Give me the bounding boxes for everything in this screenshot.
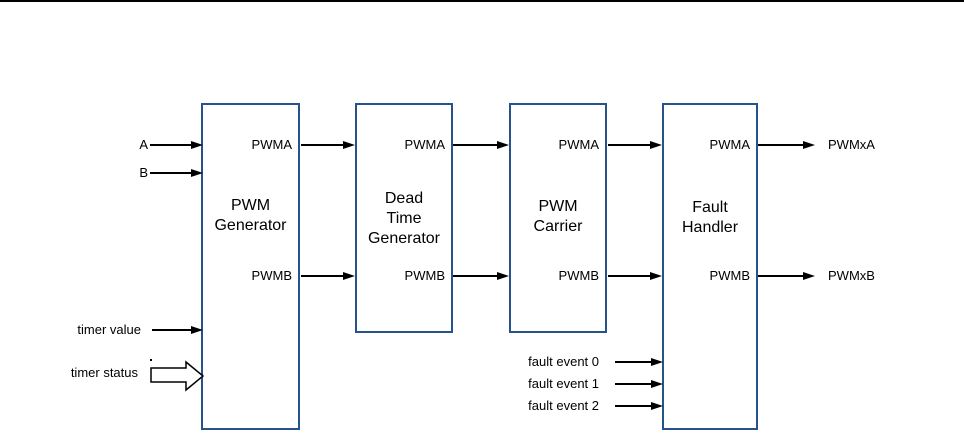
arrow-head-icon (650, 141, 662, 149)
arrow-head-icon (803, 141, 815, 149)
port-label-pwma: PWMA (709, 137, 750, 152)
arrow-shaft (453, 275, 500, 277)
timer-status-block-arrow (150, 360, 205, 392)
block-title-pwm-generator: PWM Generator (214, 197, 287, 234)
block-arrow-shape (150, 360, 205, 392)
arrow-shaft (758, 144, 806, 146)
arrow-head-icon (651, 402, 663, 410)
port-label-pwma: PWMA (404, 137, 445, 152)
arrow-shaft (301, 144, 346, 146)
arrow-fault-event-2 (615, 402, 663, 410)
arrow-shaft (758, 275, 806, 277)
arrow-head-icon (650, 272, 662, 280)
input-label-fault-event-2: fault event 2 (528, 398, 599, 413)
arrow-timer-value (152, 326, 203, 334)
arrow-head-icon (191, 169, 203, 177)
stray-dot (150, 359, 152, 361)
arrow-output-pwmxa (758, 141, 815, 149)
input-label-fault-event-0: fault event 0 (528, 354, 599, 369)
arrow-pwmb-carrier-to-fault (608, 272, 662, 280)
arrow-head-icon (191, 141, 203, 149)
arrow-head-icon (343, 272, 355, 280)
block-title-pwm-carrier: PWM Carrier (533, 198, 583, 235)
port-label-pwma: PWMA (251, 137, 292, 152)
arrow-shaft (615, 383, 654, 385)
arrow-head-icon (343, 141, 355, 149)
block-pwm-generator: PWMA PWM Generator PWMB (201, 103, 300, 430)
arrow-pwma-deadtime-to-carrier (453, 141, 509, 149)
port-label-pwmb: PWMB (404, 268, 445, 283)
output-label-pwmxa: PWMxA (828, 137, 875, 152)
arrow-shaft (615, 361, 654, 363)
input-label-b: B (139, 165, 148, 180)
arrow-pwma-carrier-to-fault (608, 141, 662, 149)
arrow-output-pwmxb (758, 272, 815, 280)
arrow-shaft (608, 144, 653, 146)
input-label-timer-value: timer value (77, 322, 141, 337)
arrow-pwmb-deadtime-to-carrier (453, 272, 509, 280)
input-label-fault-event-1: fault event 1 (528, 376, 599, 391)
input-label-a: A (139, 137, 148, 152)
port-label-pwma: PWMA (558, 137, 599, 152)
arrow-shaft (150, 172, 194, 174)
arrow-pwma-gen-to-deadtime (301, 141, 355, 149)
arrow-head-icon (191, 326, 203, 334)
block-title-fault-handler: Fault Handler (681, 199, 739, 236)
arrow-shaft (608, 275, 653, 277)
arrow-head-icon (497, 272, 509, 280)
arrow-shaft (615, 405, 654, 407)
arrow-pwmb-gen-to-deadtime (301, 272, 355, 280)
block-dead-time-generator: PWMA Dead Time Generator PWMB (355, 103, 453, 333)
arrow-fault-event-0 (615, 358, 663, 366)
block-title-dead-time-generator: Dead Time Generator (367, 190, 441, 247)
port-label-pwmb: PWMB (558, 268, 599, 283)
block-fault-handler: PWMA Fault Handler PWMB (662, 103, 758, 430)
port-label-pwmb: PWMB (251, 268, 292, 283)
page-rule-line (0, 0, 964, 2)
arrow-input-a (150, 141, 203, 149)
arrow-head-icon (651, 358, 663, 366)
arrow-input-b (150, 169, 203, 177)
arrow-head-icon (651, 380, 663, 388)
arrow-head-icon (803, 272, 815, 280)
arrow-shaft (150, 144, 194, 146)
input-label-timer-status: timer status (70, 365, 138, 380)
arrow-fault-event-1 (615, 380, 663, 388)
arrow-shaft (152, 329, 194, 331)
arrow-shaft (453, 144, 500, 146)
arrow-shaft (301, 275, 346, 277)
block-pwm-carrier: PWMA PWM Carrier PWMB (509, 103, 607, 333)
output-label-pwmxb: PWMxB (828, 268, 875, 283)
arrow-head-icon (497, 141, 509, 149)
port-label-pwmb: PWMB (709, 268, 750, 283)
